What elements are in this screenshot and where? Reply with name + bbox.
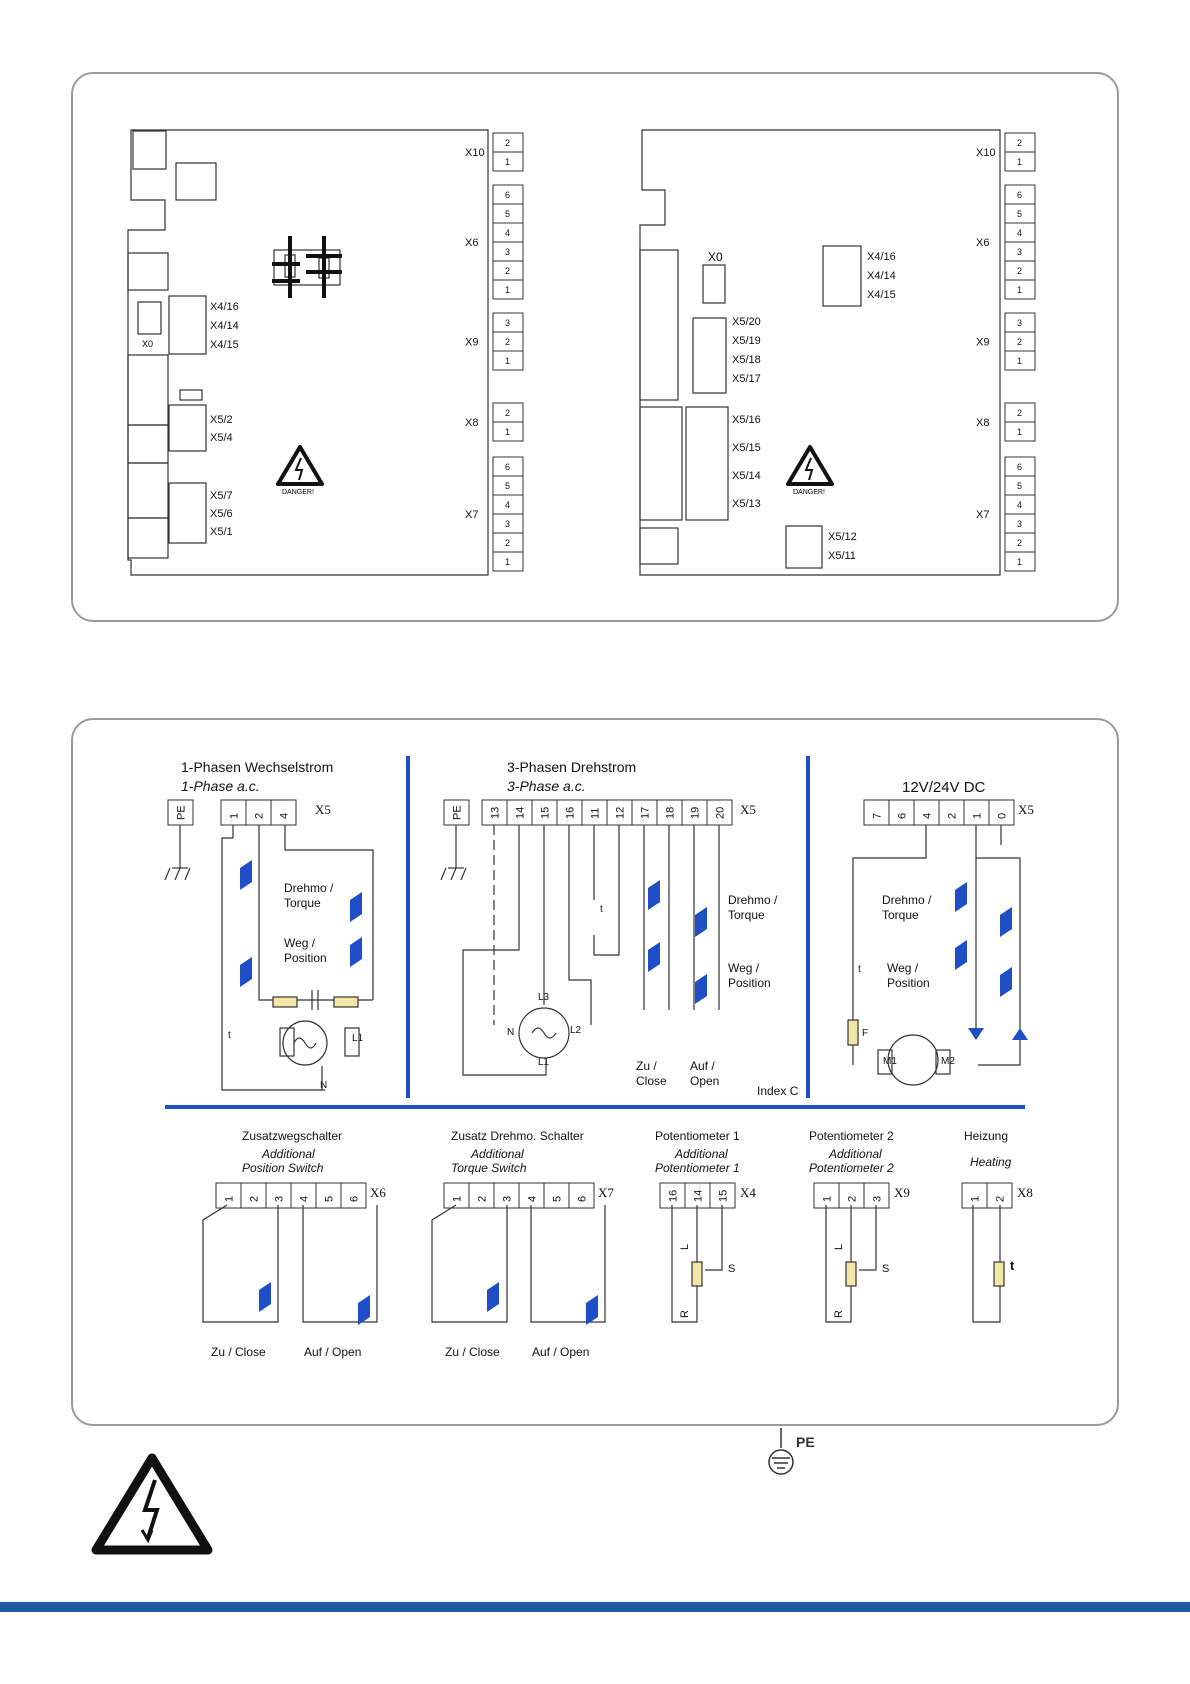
x4-label: X4/15 (867, 289, 896, 301)
terminal-pin-label: 2 (1017, 337, 1022, 347)
top-board-diagram: 21X10654321X6321X921X8654321X7X4/16X4/14… (127, 129, 1036, 576)
terminal-pin-label: 2 (505, 337, 510, 347)
x5-label: X5/15 (732, 442, 761, 454)
x5-label: X5/2 (210, 414, 233, 426)
terminal-pin-label: 6 (1017, 190, 1022, 200)
terminal-pin-label: 4 (1017, 500, 1022, 510)
x4-label: X4/14 (867, 270, 896, 282)
terminal-pin (492, 279, 524, 300)
terminal-pin-label: 3 (505, 519, 510, 529)
x4-label: X4/16 (867, 251, 896, 263)
top-panel (71, 72, 1119, 622)
high-voltage-warning-icon (91, 1453, 213, 1555)
terminal-pin-label: 1 (1017, 157, 1022, 167)
terminal-pin-label: 5 (505, 209, 510, 219)
x5-label: X5/7 (210, 490, 233, 502)
terminal-pin-label: 2 (1017, 138, 1022, 148)
terminal-pin-label: 1 (505, 285, 510, 295)
x5-label: X5/1 (210, 526, 233, 538)
x5-label: X5/16 (732, 414, 761, 426)
connector-label: X7 (976, 509, 989, 521)
connector-label: X10 (465, 147, 485, 159)
x5-label: X5/13 (732, 498, 761, 510)
connector-label: X9 (976, 337, 989, 349)
terminal-pin-label: 1 (505, 356, 510, 366)
terminal-pin (1004, 350, 1036, 371)
terminal-pin-label: 4 (505, 500, 510, 510)
x4-label: X4/15 (210, 339, 239, 351)
danger-label-left: DANGER! (282, 489, 314, 496)
terminal-pin-label: 3 (1017, 318, 1022, 328)
connector-label: X7 (465, 509, 478, 521)
terminal-pin-label: 6 (505, 462, 510, 472)
terminal-pin (1004, 279, 1036, 300)
terminal-pin-label: 2 (505, 138, 510, 148)
terminal-pin (492, 551, 524, 572)
terminal-pin (492, 350, 524, 371)
terminal-pin-label: 1 (1017, 356, 1022, 366)
terminal-pin-label: 4 (1017, 228, 1022, 238)
connector-label: X6 (976, 237, 989, 249)
x4-label: X4/14 (210, 320, 239, 332)
connector-label: X8 (465, 417, 478, 429)
connector-label: X10 (976, 147, 996, 159)
terminal-pin-label: 1 (505, 557, 510, 567)
x5-label: X5/12 (828, 531, 857, 543)
x0-label-left: X0 (142, 339, 153, 349)
x5-label: X5/19 (732, 335, 761, 347)
terminal-pin (1004, 421, 1036, 442)
x4-label: X4/16 (210, 301, 239, 313)
x5-label: X5/17 (732, 373, 761, 385)
terminal-pin-label: 3 (1017, 519, 1022, 529)
x5-label: X5/18 (732, 354, 761, 366)
earth-ground-icon: PE (768, 1428, 815, 1475)
terminal-pin-label: 1 (1017, 285, 1022, 295)
terminal-pin-label: 1 (505, 427, 510, 437)
danger-warning-icon (276, 445, 324, 486)
danger-label-right: DANGER! (793, 489, 825, 496)
terminal-pin-label: 3 (1017, 247, 1022, 257)
terminal-pin-label: 2 (1017, 538, 1022, 548)
terminal-pin (1004, 551, 1036, 572)
x5-label: X5/14 (732, 470, 761, 482)
terminal-pin-label: 5 (1017, 481, 1022, 491)
terminal-pin (1004, 151, 1036, 172)
terminal-pin-label: 2 (505, 408, 510, 418)
terminal-pin-label: 1 (505, 157, 510, 167)
connector-label: X8 (976, 417, 989, 429)
terminal-pin-label: 5 (1017, 209, 1022, 219)
connector-label: X6 (465, 237, 478, 249)
terminal-pin-label: 6 (1017, 462, 1022, 472)
terminal-pin-label: 1 (1017, 557, 1022, 567)
x5-label: X5/6 (210, 508, 233, 520)
terminal-pin-label: 6 (505, 190, 510, 200)
terminal-pin-label: 2 (1017, 408, 1022, 418)
terminal-pin (492, 151, 524, 172)
connector-label: X9 (465, 337, 478, 349)
terminal-pin-label: 2 (1017, 266, 1022, 276)
terminal-pin (492, 421, 524, 442)
x0-label-right: X0 (708, 250, 723, 264)
x5-label: X5/20 (732, 316, 761, 328)
terminal-pin-label: 5 (505, 481, 510, 491)
bottom-panel (71, 718, 1119, 1426)
terminal-pin-label: 3 (505, 247, 510, 257)
terminal-pin-label: 1 (1017, 427, 1022, 437)
x5-label: X5/11 (828, 550, 856, 562)
terminal-pin-label: 4 (505, 228, 510, 238)
x5-label: X5/4 (210, 432, 233, 444)
terminal-pin-label: 3 (505, 318, 510, 328)
pe-symbol-label: PE (796, 1434, 815, 1450)
footer-bar (0, 1602, 1190, 1612)
terminal-pin-label: 2 (505, 266, 510, 276)
danger-warning-icon (786, 445, 834, 486)
terminal-pin-label: 2 (505, 538, 510, 548)
